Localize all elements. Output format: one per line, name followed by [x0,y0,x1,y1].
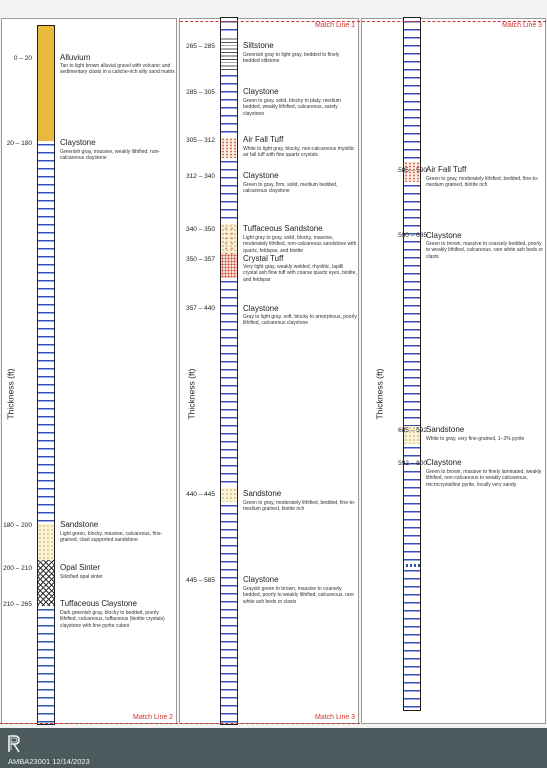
unit-name: Claystone [243,575,279,584]
unit-range: 685 – 592 [398,427,427,434]
unit-description: Grayish green to brown, massive to coars… [243,586,354,605]
match-line-3-top [362,21,546,22]
unit-name: Tuffaceous Claystone [60,599,137,608]
unit-description: Greenish gray to light gray, bedded to f… [243,52,340,65]
unit-description: Greenish gray, massive, weakly lithified… [60,149,160,162]
stratigraphic-column-sheet: Thickness (ft) 0 – 20 Alluvium Tan to li… [0,0,547,728]
claystone-layer [221,278,237,488]
unit-description: Green to gray, moderately lithified, bed… [426,176,539,189]
document-id-date: AMBA23001 12/14/2023 [8,757,90,766]
unit-name: Air Fall Tuff [426,165,467,174]
column-panel-2: Thickness (ft) 265 – 285 Siltstone Green… [179,17,359,725]
unit-range: 285 – 305 [186,89,215,96]
thickness-axis-title: Thickness (ft) [186,368,197,420]
air-fall-tuff-layer [404,162,420,182]
match-line-1-label: Match Line 1 [315,22,356,29]
unit-range: 210 – 265 [3,601,32,608]
match-line-3-top-label: Match Line 3 [502,22,543,29]
claystone-layer [404,444,420,564]
unit-name: Sandstone [243,489,282,498]
unit-name: Claystone [243,304,279,313]
unit-description: Tan to light brown alluvial gravel with … [60,63,175,76]
unit-description: Green to brown, massive to finely lamina… [426,469,542,488]
unit-description: Silicified opal sinter [60,574,103,580]
unit-name: Crystal Tuff [243,254,284,263]
claystone-layer [404,18,420,162]
lithology-column-2 [220,17,238,725]
unit-description: Dark greenish gray, blocky to bedded, po… [60,610,165,629]
unit-name: Sandstone [60,520,99,529]
unit-range: 440 – 445 [186,491,215,498]
unit-name: Claystone [60,138,96,147]
claystone-layer [221,18,237,36]
unit-name: Sandstone [426,425,465,434]
unit-description: Green to gray, firm, solid, medium bedde… [243,182,338,195]
opal-sinter-layer [38,560,54,606]
crystal-tuff-layer [221,254,237,278]
sandstone-layer [221,488,237,502]
footer-bar: AMBA23001 12/14/2023 [0,728,547,768]
unit-range: 590 – 685 [398,232,427,239]
match-line-2-label: Match Line 2 [133,714,174,721]
unit-range: 445 – 585 [186,577,215,584]
thickness-axis-title: Thickness (ft) [374,368,385,420]
sandstone-layer [404,426,420,444]
unit-range: 312 – 340 [186,173,215,180]
unconformity-contact [404,564,420,567]
unit-description: Green to gray, solid, blocky to platy, m… [243,98,341,117]
unit-description: Gray to light gray, soft, blocky to amor… [243,314,357,327]
match-line-3-bottom [180,723,360,724]
tuffaceous-sandstone-layer [221,224,237,254]
unit-description: Very light gray, weakly welded, rhyoliti… [243,264,357,283]
unit-range: 592 – 800 [398,460,427,467]
unit-description: Green to gray, moderately lithified, bed… [243,500,356,513]
unit-name: Opal Sinter [60,563,101,572]
claystone-layer [404,182,420,426]
unit-range: 200 – 210 [3,565,32,572]
unit-range: 585 – 590 [398,167,427,174]
unit-name: Alluvium [60,53,91,62]
unit-name: Air Fall Tuff [243,135,284,144]
unit-range: 20 – 180 [6,140,32,147]
claystone-layer [38,141,54,524]
unit-description: Light green, blocky, massive, calcareous… [60,531,163,544]
r-monogram-logo-icon [8,735,20,753]
unit-name: Tuffaceous Sandstone [243,224,323,233]
tuffaceous-claystone-layer [38,606,54,724]
match-line-2-bottom [0,723,178,724]
unit-description: White to light gray, blocky, non-calcare… [243,146,355,159]
thickness-axis-title: Thickness (ft) [5,368,16,420]
unit-description: White to gray, very fine-grained, 1–2% p… [426,436,525,442]
alluvium-layer [38,26,54,141]
match-line-3-bottom-label: Match Line 3 [315,714,356,721]
unit-name: Siltstone [243,41,274,50]
unit-name: Claystone [426,231,462,240]
unit-range: 305 – 312 [186,137,215,144]
column-panel-3: Thickness (ft) 585 – 590 Air Fall Tuff G… [361,17,546,724]
claystone-layer [221,72,237,138]
lithology-column-3 [403,17,421,711]
unit-name: Claystone [243,87,279,96]
unit-range: 0 – 20 [13,55,32,62]
claystone-layer [221,502,237,724]
unit-name: Claystone [243,171,279,180]
air-fall-tuff-layer [221,138,237,158]
match-line-1-top [180,21,360,22]
claystone-layer [221,158,237,224]
lithology-column-1 [37,25,55,725]
unit-name: Claystone [426,458,462,467]
unit-description: Light gray to gray, solid, blocky, massi… [243,235,357,254]
unit-description: Green to brown, massive to coarsely bedd… [426,241,544,260]
unit-range: 180 – 200 [3,522,32,529]
unit-range: 340 – 350 [186,226,215,233]
unit-range: 265 – 285 [186,43,215,50]
sandstone-layer [38,524,54,560]
column-panel-1: Thickness (ft) 0 – 20 Alluvium Tan to li… [1,18,177,725]
unit-range: 357 – 440 [186,305,215,312]
claystone-layer [404,567,420,710]
unit-range: 350 – 357 [186,256,215,263]
siltstone-layer [221,36,237,72]
